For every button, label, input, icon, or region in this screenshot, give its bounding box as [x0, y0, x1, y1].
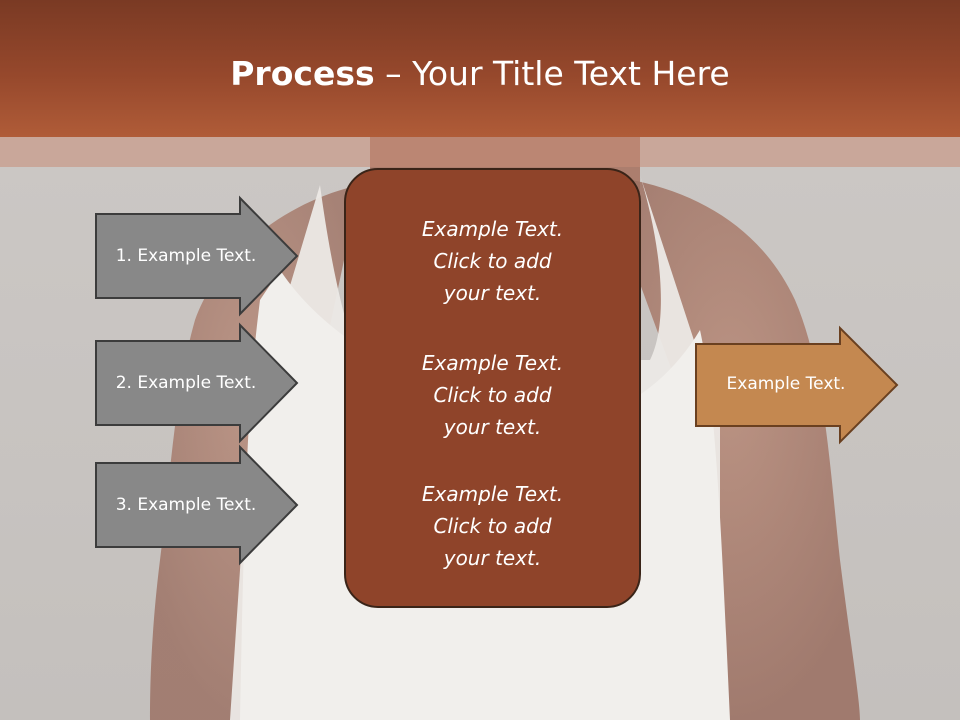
left-arrow-3[interactable]	[95, 444, 299, 566]
center-text-block-2[interactable]: Example Text. Click to add your text.	[344, 347, 641, 443]
title-rest: – Your Title Text Here	[374, 54, 730, 93]
center-block-3-line-3: your text.	[443, 546, 542, 570]
title-bold: Process	[230, 54, 375, 93]
center-text-block-3[interactable]: Example Text. Click to add your text.	[344, 478, 641, 574]
center-text-box[interactable]	[344, 168, 641, 608]
center-block-3-line-1: Example Text.	[421, 482, 564, 506]
left-arrow-2-label: 2. Example Text.	[115, 373, 257, 393]
center-block-3-line-2: Click to add	[433, 514, 552, 538]
center-block-2-line-3: your text.	[443, 415, 542, 439]
center-block-2-line-2: Click to add	[433, 383, 552, 407]
right-arrow-label: Example Text.	[726, 374, 846, 394]
right-arrow[interactable]	[695, 325, 899, 445]
left-arrow-2[interactable]	[95, 322, 299, 444]
left-arrow-1-label: 1. Example Text.	[115, 246, 257, 266]
center-block-1-line-3: your text.	[443, 281, 542, 305]
left-arrow-3-label: 3. Example Text.	[115, 495, 257, 515]
title-bar	[0, 0, 960, 137]
left-arrow-1[interactable]	[95, 195, 299, 317]
center-block-1-line-1: Example Text.	[421, 217, 564, 241]
title-underband	[0, 137, 960, 167]
center-text-block-1[interactable]: Example Text. Click to add your text.	[344, 213, 641, 309]
center-block-1-line-2: Click to add	[433, 249, 552, 273]
center-block-2-line-1: Example Text.	[421, 351, 564, 375]
slide-title: Process – Your Title Text Here	[0, 52, 960, 96]
